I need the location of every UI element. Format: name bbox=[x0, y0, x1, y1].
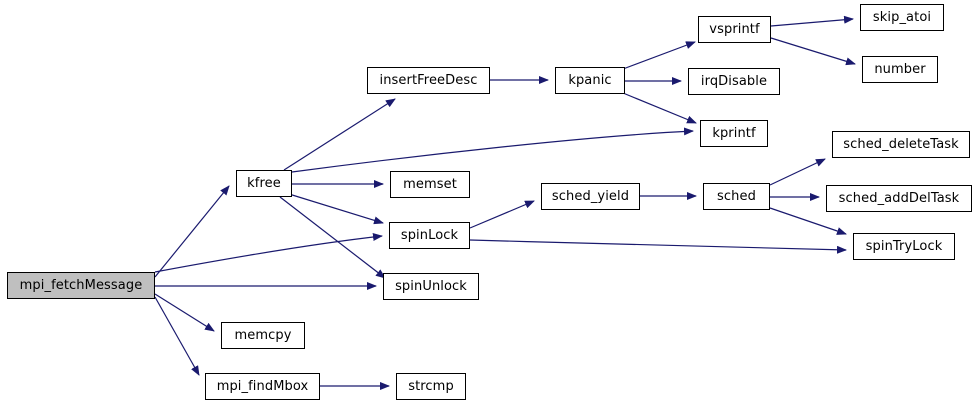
graph-node-label: spinTryLock bbox=[865, 239, 943, 254]
graph-node-label: mpi_fetchMessage bbox=[19, 278, 143, 293]
graph-node-label: mpi_findMbox bbox=[216, 379, 309, 394]
graph-node-label: spinLock bbox=[400, 228, 459, 243]
graph-node-label: number bbox=[874, 62, 926, 77]
graph-edge-kfree-to-spinLock bbox=[288, 193, 384, 225]
graph-edge-kfree-to-kprintf bbox=[291, 127, 694, 173]
graph-node-kpanic[interactable]: kpanic bbox=[555, 67, 625, 94]
graph-edge-kpanic-to-vsprintf bbox=[622, 41, 696, 70]
graph-node-label: kprintf bbox=[712, 126, 756, 141]
graph-node-label: spinUnlock bbox=[395, 279, 467, 294]
graph-node-sched_yield[interactable]: sched_yield bbox=[541, 183, 640, 210]
graph-node-label: vsprintf bbox=[709, 22, 760, 37]
graph-edge-kfree-to-spinUnlock bbox=[279, 196, 386, 279]
graph-node-label: sched_addDelTask bbox=[838, 191, 960, 206]
graph-node-strcmp[interactable]: strcmp bbox=[396, 373, 466, 400]
graph-node-kprintf[interactable]: kprintf bbox=[700, 120, 768, 147]
graph-node-sched[interactable]: sched bbox=[703, 183, 770, 210]
graph-edge-mpi_fetchMessage-to-kfree bbox=[154, 185, 230, 278]
graph-node-label: kfree bbox=[247, 176, 281, 191]
graph-node-memcpy[interactable]: memcpy bbox=[221, 322, 305, 349]
graph-node-sched_deleteTask[interactable]: sched_deleteTask bbox=[832, 131, 970, 158]
graph-node-label: memcpy bbox=[234, 328, 292, 343]
graph-edge-mpi_fetchMessage-to-spinLock bbox=[154, 233, 383, 273]
graph-node-label: memset bbox=[403, 177, 457, 192]
graph-node-skip_atoi[interactable]: skip_atoi bbox=[860, 4, 944, 31]
graph-edge-spinLock-to-sched_yield bbox=[469, 200, 535, 229]
graph-node-spinLock[interactable]: spinLock bbox=[389, 222, 470, 249]
graph-node-label: irqDisable bbox=[700, 74, 768, 89]
graph-node-memset[interactable]: memset bbox=[390, 171, 470, 198]
graph-edge-mpi_fetchMessage-to-memcpy bbox=[154, 293, 215, 332]
graph-node-insertFreeDesc[interactable]: insertFreeDesc bbox=[367, 67, 490, 94]
graph-edge-kfree-to-insertFreeDesc bbox=[283, 98, 396, 171]
graph-edge-vsprintf-to-skip_atoi bbox=[770, 15, 854, 27]
graph-node-kfree[interactable]: kfree bbox=[236, 170, 292, 197]
graph-node-label: kpanic bbox=[568, 73, 612, 88]
graph-node-spinTryLock[interactable]: spinTryLock bbox=[853, 233, 955, 260]
graph-node-label: sched_deleteTask bbox=[843, 137, 959, 152]
graph-node-label: strcmp bbox=[408, 379, 454, 394]
graph-node-label: sched_yield bbox=[551, 189, 630, 204]
graph-edge-vsprintf-to-number bbox=[770, 37, 856, 66]
graph-edge-mpi_fetchMessage-to-mpi_findMbox bbox=[154, 296, 200, 376]
graph-node-number[interactable]: number bbox=[862, 56, 938, 83]
graph-node-sched_addDelTask[interactable]: sched_addDelTask bbox=[826, 185, 972, 212]
graph-edge-kpanic-to-kprintf bbox=[622, 92, 697, 124]
graph-node-label: skip_atoi bbox=[872, 10, 932, 25]
graph-node-mpi_fetchMessage[interactable]: mpi_fetchMessage bbox=[7, 272, 155, 299]
graph-node-mpi_findMbox[interactable]: mpi_findMbox bbox=[205, 373, 320, 400]
graph-edge-spinLock-to-spinTryLock bbox=[469, 239, 847, 254]
graph-node-irqDisable[interactable]: irqDisable bbox=[688, 68, 780, 95]
graph-node-label: insertFreeDesc bbox=[379, 73, 478, 88]
graph-edge-sched-to-sched_deleteTask bbox=[769, 158, 826, 186]
graph-node-spinUnlock[interactable]: spinUnlock bbox=[383, 273, 479, 300]
graph-node-vsprintf[interactable]: vsprintf bbox=[698, 16, 771, 43]
graph-node-label: sched bbox=[717, 189, 756, 204]
